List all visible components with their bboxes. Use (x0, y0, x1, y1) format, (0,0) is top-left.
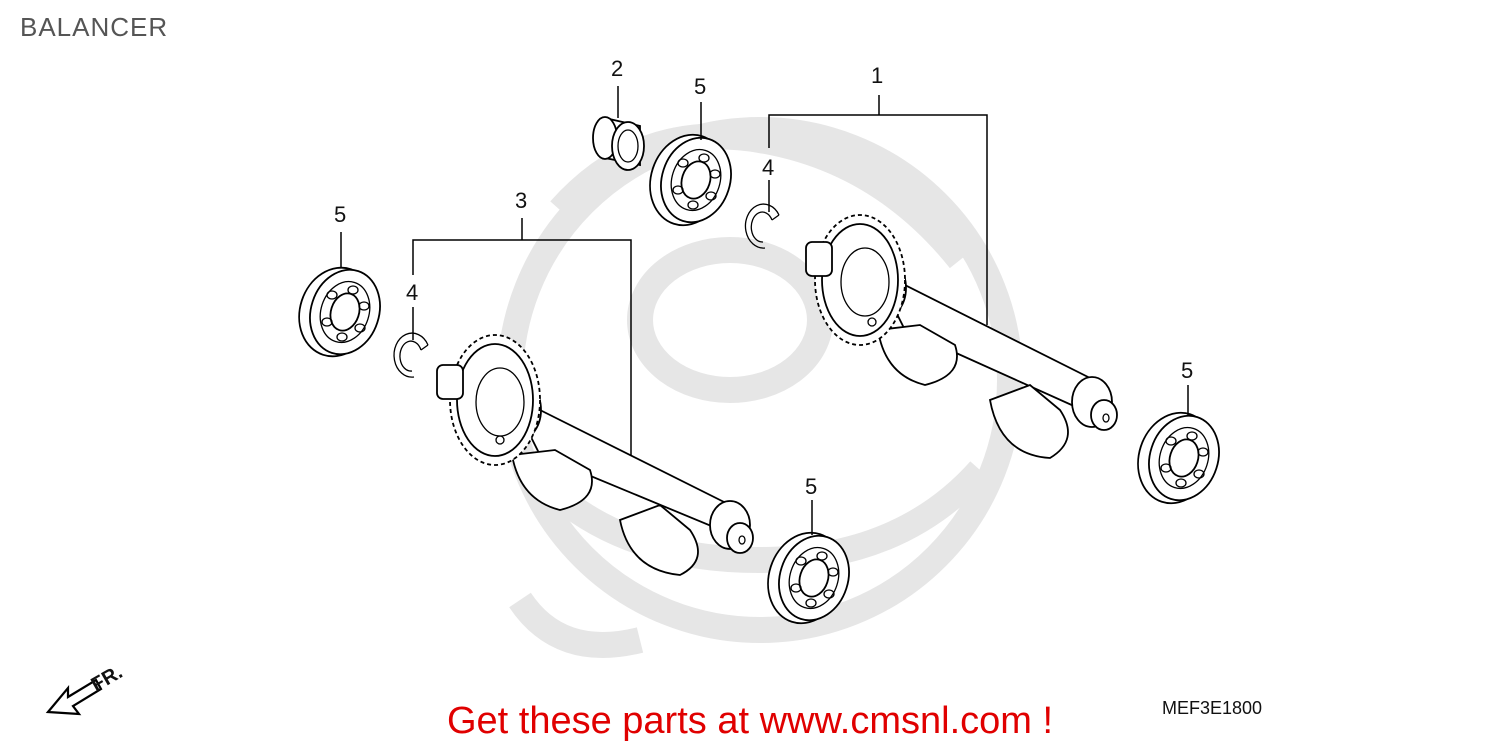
callout-4-right: 4 (762, 155, 774, 180)
callout-1: 1 (871, 63, 883, 88)
circlip-left (393, 332, 429, 378)
callout-5-top: 5 (694, 74, 706, 99)
balancer-shaft-left (436, 334, 754, 576)
callout-3: 3 (515, 188, 527, 213)
watermark-logo (497, 117, 1023, 658)
diagram-title: BALANCER (20, 12, 169, 42)
bearing-right (1137, 411, 1220, 505)
callout-4-left: 4 (406, 280, 418, 305)
bearing-left (298, 266, 381, 358)
callout-5-right: 5 (1181, 358, 1193, 383)
callout-2: 2 (611, 56, 623, 81)
bearing-top (649, 133, 732, 227)
callout-5-bottom: 5 (805, 474, 817, 499)
circlip-right (744, 203, 780, 249)
collar-2 (592, 116, 645, 171)
callout-5-left: 5 (334, 202, 346, 227)
balancer-shaft-right (805, 214, 1118, 459)
promo-link[interactable]: Get these parts at www.cmsnl.com ! (446, 700, 1054, 742)
bearing-bottom (767, 531, 850, 625)
leader-lines (340, 86, 1189, 535)
diagram-code: MEF3E1800 (1162, 698, 1263, 718)
